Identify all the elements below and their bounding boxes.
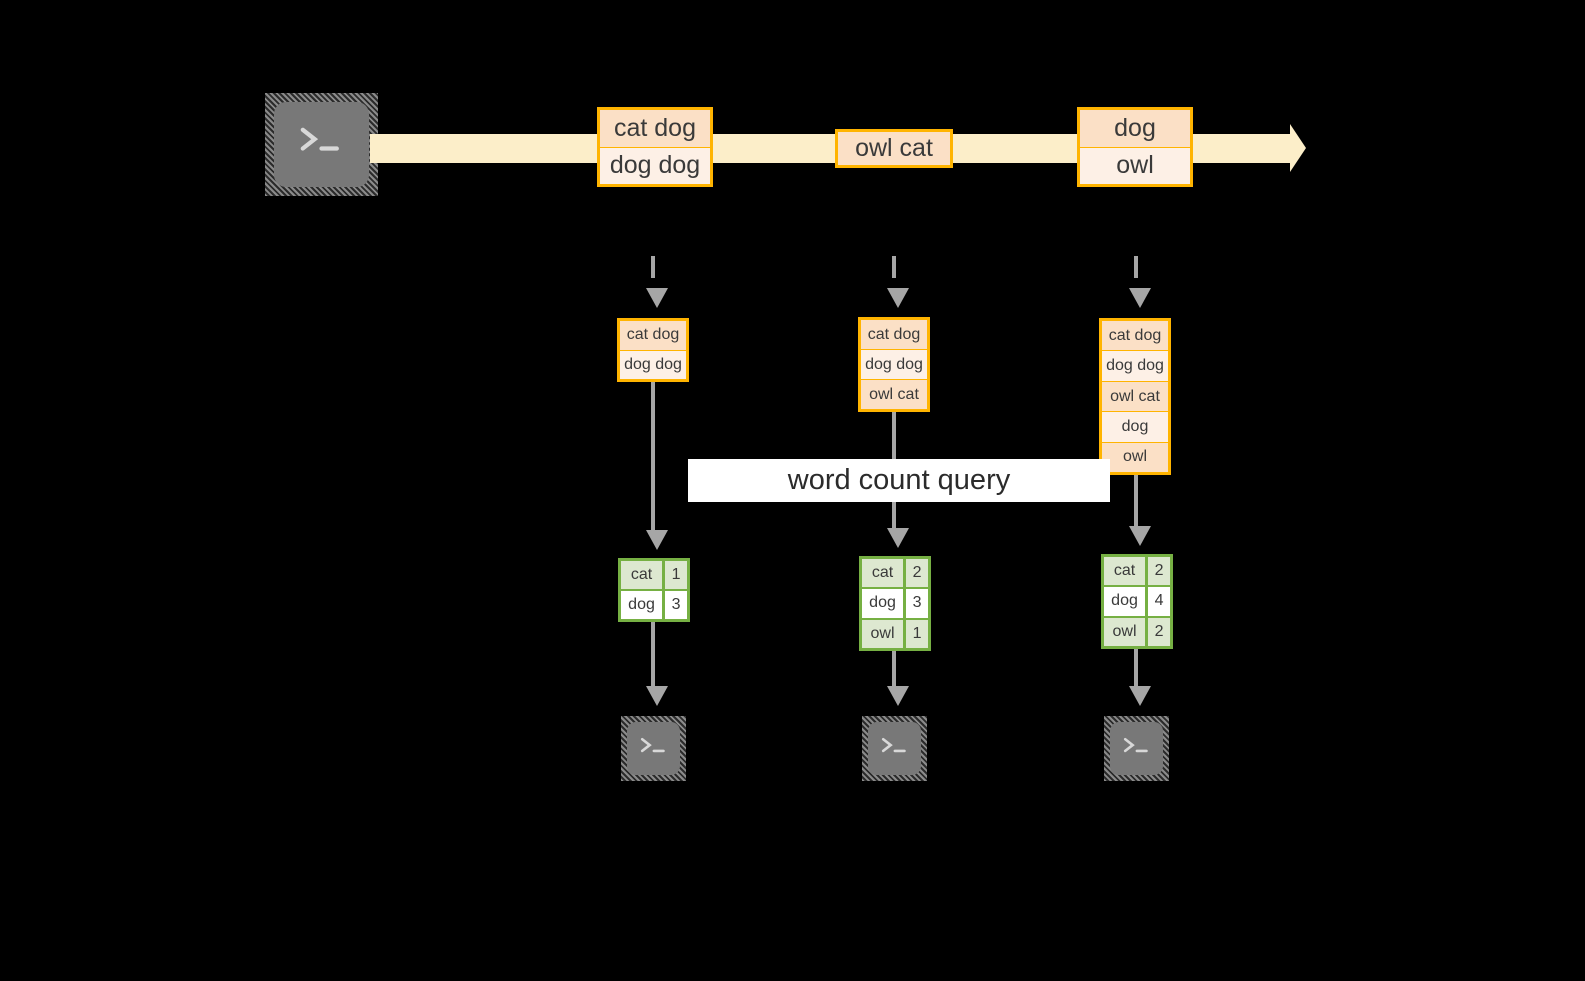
producer-terminal-icon[interactable] xyxy=(265,93,378,196)
query-label: word count query xyxy=(688,459,1110,502)
col1-accumulated-messages[interactable]: cat dog dog dog xyxy=(617,318,689,382)
col3-accumulated-row-5: owl xyxy=(1102,442,1168,473)
col2-output-line xyxy=(892,651,896,689)
col1-consumer-terminal-icon[interactable] xyxy=(621,716,686,781)
terminal-screen xyxy=(868,722,921,775)
col3-result-table[interactable]: cat 2 dog 4 owl 2 xyxy=(1101,554,1173,649)
table-row: dog 4 xyxy=(1104,587,1170,618)
col3-result-count-2: 4 xyxy=(1148,587,1170,616)
col2-result-count-2: 3 xyxy=(906,589,928,618)
col3-result-count-3: 2 xyxy=(1148,617,1170,646)
col1-result-count-1: 1 xyxy=(665,561,687,589)
terminal-prompt-icon xyxy=(1123,738,1148,753)
col2-inbound-arrowhead xyxy=(887,288,909,308)
table-row: cat 2 xyxy=(862,559,928,590)
col2-dashed-connector xyxy=(892,256,896,278)
table-row: owl 2 xyxy=(1104,617,1170,646)
col3-result-word-1: cat xyxy=(1104,557,1149,586)
terminal-prompt-icon xyxy=(640,738,665,753)
col2-result-count-3: 1 xyxy=(906,619,928,648)
table-row: dog 3 xyxy=(621,591,687,619)
col1-query-line xyxy=(651,382,655,532)
col3-accumulated-row-3: owl cat xyxy=(1102,381,1168,413)
col2-consumer-terminal-icon[interactable] xyxy=(862,716,927,781)
stream-message-1[interactable]: cat dog dog dog xyxy=(597,107,713,187)
col3-query-arrowhead xyxy=(1129,526,1151,546)
table-row: owl 1 xyxy=(862,619,928,648)
stream-message-1-row-2: dog dog xyxy=(600,147,710,184)
table-row: cat 2 xyxy=(1104,557,1170,588)
table-row: cat 1 xyxy=(621,561,687,591)
col3-accumulated-row-4: dog xyxy=(1102,412,1168,443)
col3-accumulated-messages[interactable]: cat dog dog dog owl cat dog owl xyxy=(1099,318,1171,475)
col3-result-count-1: 2 xyxy=(1148,557,1170,586)
col3-consumer-terminal-icon[interactable] xyxy=(1104,716,1169,781)
col1-output-arrowhead xyxy=(646,686,668,706)
event-stream-arrowhead xyxy=(1290,124,1306,172)
col2-accumulated-messages[interactable]: cat dog dog dog owl cat xyxy=(858,317,930,412)
terminal-screen xyxy=(1110,722,1163,775)
col1-output-line xyxy=(651,622,655,688)
col1-result-word-2: dog xyxy=(621,591,666,619)
col1-inbound-arrowhead xyxy=(646,288,668,308)
col1-query-arrowhead xyxy=(646,530,668,550)
col2-result-word-1: cat xyxy=(862,559,907,588)
col3-result-word-2: dog xyxy=(1104,587,1149,616)
col2-accumulated-row-3: owl cat xyxy=(861,380,927,409)
terminal-screen xyxy=(627,722,680,775)
col2-query-arrowhead xyxy=(887,528,909,548)
col2-result-word-2: dog xyxy=(862,589,907,618)
terminal-prompt-icon xyxy=(300,127,339,151)
stream-message-3-row-1: dog xyxy=(1080,110,1190,148)
col3-inbound-arrowhead xyxy=(1129,288,1151,308)
stream-message-1-row-1: cat dog xyxy=(600,110,710,148)
col2-result-count-1: 2 xyxy=(906,559,928,588)
col2-output-arrowhead xyxy=(887,686,909,706)
col1-result-count-2: 3 xyxy=(665,591,687,619)
stream-message-2[interactable]: owl cat xyxy=(835,129,953,168)
col2-accumulated-row-1: cat dog xyxy=(861,320,927,350)
col3-accumulated-row-1: cat dog xyxy=(1102,321,1168,352)
col3-output-line xyxy=(1134,649,1138,689)
col1-dashed-connector xyxy=(651,256,655,278)
col1-accumulated-row-2: dog dog xyxy=(620,350,686,379)
col1-result-table[interactable]: cat 1 dog 3 xyxy=(618,558,690,622)
col3-query-line xyxy=(1134,475,1138,530)
col2-result-table[interactable]: cat 2 dog 3 owl 1 xyxy=(859,556,931,651)
col1-result-word-1: cat xyxy=(621,561,666,589)
col3-accumulated-row-2: dog dog xyxy=(1102,351,1168,382)
col3-dashed-connector xyxy=(1134,256,1138,278)
stream-message-3[interactable]: dog owl xyxy=(1077,107,1193,187)
col2-result-word-3: owl xyxy=(862,619,907,648)
col3-result-word-3: owl xyxy=(1104,617,1149,646)
stream-message-2-row-1: owl cat xyxy=(838,132,950,165)
stream-message-3-row-2: owl xyxy=(1080,147,1190,184)
col3-output-arrowhead xyxy=(1129,686,1151,706)
col1-accumulated-row-1: cat dog xyxy=(620,321,686,351)
terminal-prompt-icon xyxy=(881,738,906,753)
col2-accumulated-row-2: dog dog xyxy=(861,350,927,380)
terminal-screen xyxy=(274,102,369,187)
table-row: dog 3 xyxy=(862,589,928,620)
